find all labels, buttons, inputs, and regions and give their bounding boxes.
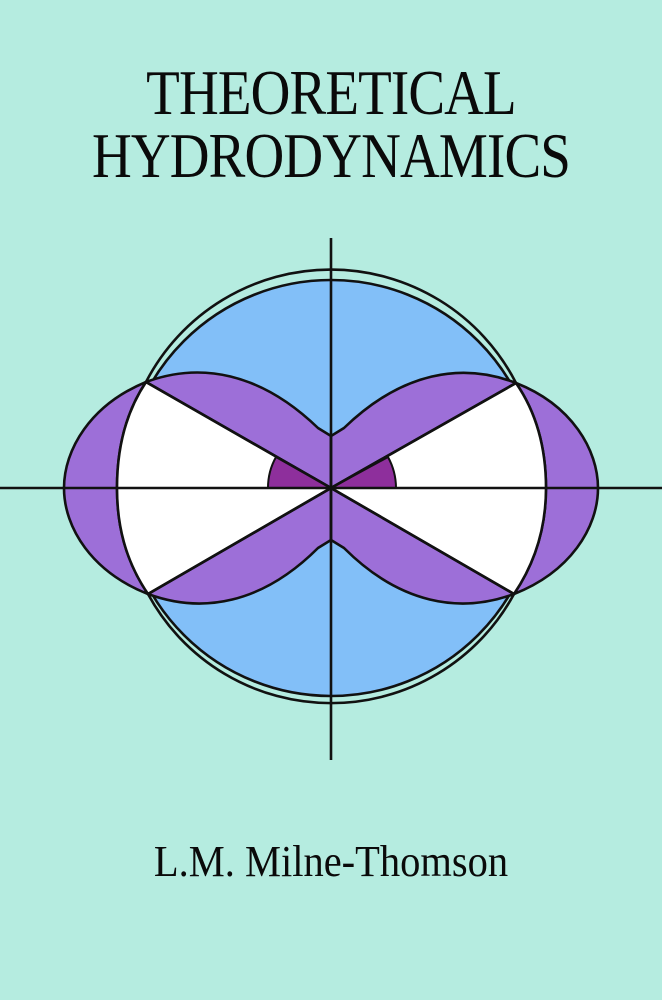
title-line-2: HYDRODYNAMICS <box>91 119 571 191</box>
band-top-right <box>329 371 518 490</box>
title-line-1: THEORETICAL <box>146 57 516 128</box>
author-name: L.M. Milne-Thomson <box>153 837 509 886</box>
band-bottom-right <box>329 486 516 605</box>
band-bottom-left <box>146 486 333 605</box>
band-top-left <box>144 371 333 490</box>
book-title: THEORETICAL HYDRODYNAMICS <box>0 57 662 191</box>
